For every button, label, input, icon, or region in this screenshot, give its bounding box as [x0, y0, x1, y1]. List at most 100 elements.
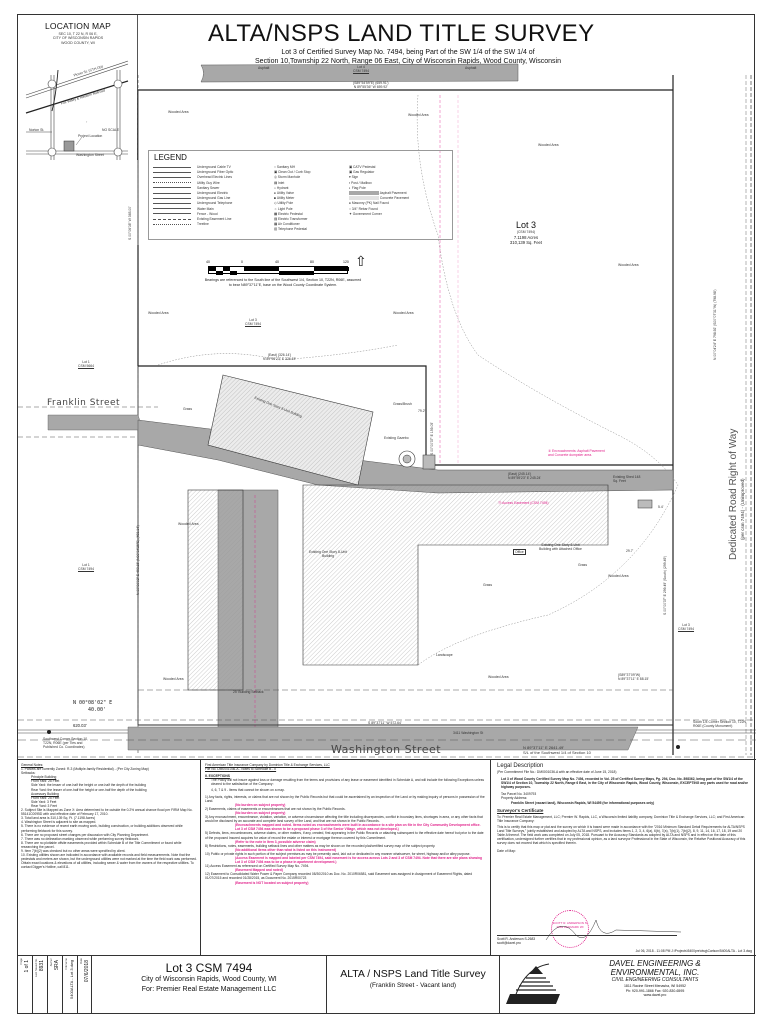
right-of-way-label: Dedicated Road Right of Way: [728, 428, 739, 560]
west-mid-bearing: N 00°00'02" E 493.15' (N00°04'25"E) (493…: [136, 525, 140, 595]
encroachment-note: ② Encroachments: Asphalt Pavement and Co…: [548, 449, 605, 457]
project-location-label: Project Location: [78, 134, 103, 138]
washington-street-label: Washington Street: [331, 743, 442, 756]
legal-description: Legal Description (Per Commitment File N…: [491, 759, 756, 955]
east-bearing: N 00°04'24" E 798.92' (S00°07'31"W) (798…: [713, 289, 717, 361]
company-name-1: DAVEL ENGINEERING &: [609, 959, 701, 968]
wooded-area-label: Wooded Area: [168, 110, 189, 114]
west-bearing: S 00°06'08" W 365.00': [128, 206, 132, 240]
site-plan-drawing: [18, 63, 756, 758]
lot3-se-label: Lot 3 CSM 7494: [678, 623, 695, 631]
page-subtitle: Lot 3 of Certified Survey Map No. 7494, …: [255, 49, 561, 65]
legend: LEGEND Underground Cable TV Underground …: [148, 150, 453, 240]
wooded-area-label: Wooded Area: [608, 574, 629, 578]
wooded-area-label: Wooded Area: [488, 675, 509, 679]
se-bearing: S 00°00'37" E 299.49' (South) (299.49'): [663, 555, 667, 615]
landscape-label: Landscape: [436, 653, 453, 657]
exception-item: 2) Easements, claims of easements or enc…: [205, 806, 346, 815]
wooded-area-label: Wooded Area: [538, 143, 559, 147]
exception-item: 5) Defects, liens, encumbrances, adverse…: [205, 831, 484, 844]
exception-item: 3) Any encroachment, encumbrance, violat…: [205, 815, 483, 832]
wooded-area-label: Wooded Area: [408, 113, 429, 117]
survey-info: ALTA / NSPS Land Title Survey (Franklin …: [327, 956, 500, 1014]
company-website[interactable]: www.davel.pro: [643, 993, 667, 997]
location-map-drawing: ↑: [25, 60, 129, 160]
scale-bar: 40 0 40 80 120 Bearings are referenced t…: [204, 260, 362, 287]
surveyor-name: Scott R. Anderson S-2683: [497, 937, 536, 941]
building-3-label: Existing One Story 8-Unit Building with …: [539, 543, 582, 551]
lot1-label: Lot 1 CSM 7494: [78, 563, 95, 571]
road-washington: Washington Street: [76, 153, 104, 157]
grass-label: Grass: [183, 407, 193, 411]
survey-title: ALTA / NSPS Land Title Survey: [340, 968, 486, 980]
location-map-subtitle: SEC 10, T 22 N, R 06 E, CITY OF WISCONSI…: [52, 32, 104, 45]
drawing-date: 07/6/2018: [84, 960, 90, 983]
grass-label: Grass: [483, 583, 493, 587]
dist-40: 40.00': [88, 707, 107, 713]
se-lot-bearing: (S89°37'09"W) N 89°37'11" E 88.15': [618, 673, 649, 681]
author: SRA: [54, 960, 60, 971]
legend-title: LEGEND: [154, 153, 187, 162]
asphalt-label-1: Asphalt: [258, 66, 270, 70]
office-label: Office: [513, 549, 526, 555]
location-map: LOCATION MAP SEC 10, T 22 N, R 06 E, CIT…: [18, 15, 138, 160]
inner-north-bearing: (East) (326.14') N 89°59'23" E 326.15': [263, 353, 297, 361]
wooded-area-label: Wooded Area: [163, 677, 184, 681]
wooded-area-label: Wooded Area: [148, 311, 169, 315]
lot1-label: Lot 1 CSM 5664: [78, 360, 95, 368]
access-easement-label: ⑪ Access Easement (CSM 7494): [498, 501, 549, 505]
exception-item: 10) Public or private rights in such por…: [205, 851, 482, 865]
sw-corner-label: Southwest Corner Section 10, T22N, R06E …: [43, 737, 89, 749]
title-block: Page 1 of 1 Last Saved No. 8931 Author S…: [18, 955, 756, 1015]
legend-col-symbols: ○ Sanitary MH ▣ Clean Out / Curb Stop ◎ …: [274, 165, 311, 232]
north-arrow-icon: ⇧: [355, 253, 367, 269]
dim-79: 79.2': [418, 409, 426, 413]
s-quarter-corner-label: South 1/4 Corner Section 10, T22N, R06E …: [693, 720, 747, 728]
shed-label: Existing Shed 148 Sq. Feet: [613, 475, 641, 483]
right-of-way-sub: (per csm 7494) - (Unimproved): [740, 478, 745, 540]
dist-620: 620.03': [73, 723, 87, 728]
grass-brush-label: Grass/Brush: [393, 402, 412, 406]
exception-item: 11) Access Easement as referenced on Cer…: [205, 864, 310, 873]
north-bearing: (S89°54'59"E) (659.91') N 89°55'36" W 65…: [353, 81, 389, 89]
project-info: Lot 3 CSM 7494 City of Wisconsin Rapids,…: [92, 956, 327, 1014]
exception-item: 1) Any facts, rights, interests, or clai…: [205, 794, 485, 807]
wooded-area-label: Wooded Area: [393, 311, 414, 315]
survey-sheet: LOCATION MAP SEC 10, T 22 N, R 06 E, CIT…: [17, 14, 756, 1015]
sheet-number: 1 of 1: [24, 960, 30, 973]
legend-col-misc: ▣ CATV Pedestal ▣ Gas Regulator ▾ Sign ▪…: [349, 165, 410, 216]
setback-label: 25' Building Setback: [233, 690, 264, 694]
building-2-label: Existing One Story 8-Unit Building: [308, 550, 348, 558]
bearing-basis-note: Bearings are referenced to the South lin…: [204, 278, 362, 287]
no-scale: NO SCALE: [102, 128, 120, 132]
exception-item: 8) Restrictions, notes, easements, build…: [205, 843, 436, 852]
surveyor-email: scott@davel.pro: [497, 941, 521, 945]
wooded-area-label: Wooded Area: [178, 522, 199, 526]
east-mid-bearing: S 00°00'37" E 159.05': [430, 422, 434, 455]
signature: [545, 919, 682, 941]
exception-item: 12) Easement to Consolidated Water Power…: [205, 872, 473, 885]
svg-text:↑: ↑: [86, 120, 88, 124]
address-label: 3411 Washington St: [453, 731, 484, 735]
file-path: Jul 06, 2018 - 11:08 PM J:\Projects\5400…: [635, 949, 752, 953]
company-logo-icon: [506, 963, 560, 1004]
location-map-title: LOCATION MAP: [44, 21, 111, 31]
lot3-csm-label: Lot 3 CSM 7494: [245, 318, 262, 326]
lot3-label: Lot 3 (CSM 7494) 7.1198 Acres 310,139 Sq…: [509, 220, 543, 246]
section-line-bearing: N 89°37'11" E 2641.49' S/L of the Southw…: [523, 745, 591, 755]
south-bearing: S 89°37'11" W 572.64': [368, 721, 402, 725]
project-title: Lot 3 CSM 7494: [165, 961, 253, 975]
company-block: DAVEL ENGINEERING & ENVIRONMENTAL, INC. …: [500, 956, 756, 1014]
road-norton: Norton St.: [29, 128, 45, 132]
wooded-area-label: Wooded Area: [618, 263, 639, 267]
job-number: 8931: [39, 960, 45, 972]
franklin-street-label: Franklin Street: [47, 398, 121, 408]
filename: 5400ALTA - Lot 3.dwg: [69, 960, 74, 999]
schedule-b-exceptions: First American Title Insurance Company b…: [201, 759, 491, 955]
legend-col-lines: Underground Cable TV Underground Fiber O…: [153, 165, 233, 227]
north-0008-bearing: N 00°08'02" E: [73, 700, 113, 706]
lot4-label: Lot 4 CSM 7494: [353, 65, 370, 73]
mid-bearing: (East) (245.14') N 89°59'23" E 245.24': [508, 472, 542, 480]
dim-297: 29.7': [626, 549, 634, 553]
dim-54: 5.4': [658, 505, 664, 509]
